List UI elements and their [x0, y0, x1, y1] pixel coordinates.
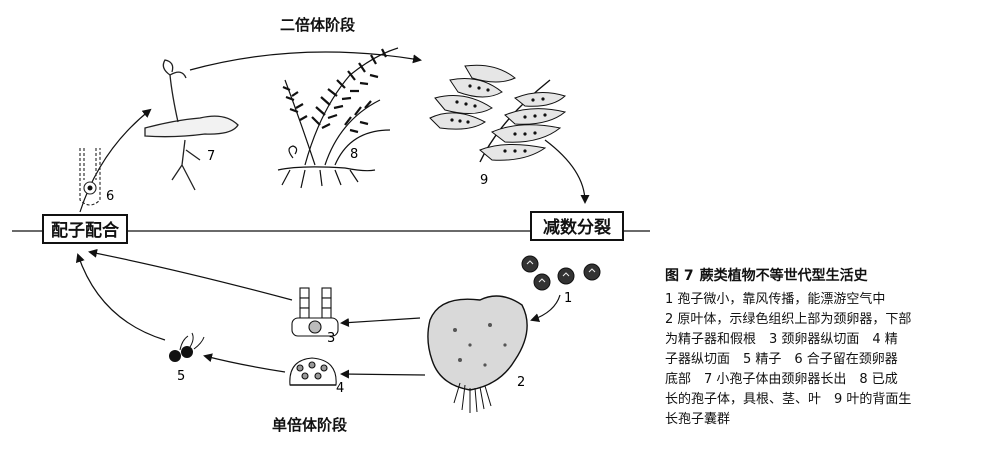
- diploid-phase-label: 二倍体阶段: [280, 16, 356, 34]
- stage-number-9: 9: [480, 173, 488, 188]
- stage-number-6: 6: [106, 189, 114, 204]
- zygote-dot: [87, 185, 93, 191]
- arrow-spores-to-2: [530, 294, 561, 322]
- fertilization-box: 配子配合: [42, 214, 128, 244]
- arrow-5-to-fertilization: [75, 253, 166, 341]
- meiosis-box: 减数分裂: [530, 211, 624, 241]
- arrow-4-to-5: [203, 353, 286, 373]
- haploid-phase-label: 单倍体阶段: [272, 416, 348, 434]
- caption-line-6: 长的孢子体，具根、茎、叶 9 叶的背面生: [665, 392, 912, 407]
- stage-number-5: 5: [177, 369, 185, 384]
- diagram-canvas: 1 2 3 4 5 6 7 8 9: [12, 47, 650, 413]
- stage-number-2: 2: [517, 375, 525, 390]
- caption-figure-number: 图 7: [665, 268, 694, 284]
- stage-number-4: 4: [336, 381, 344, 396]
- caption-line-1: 1 孢子微小，靠风传播，能漂游空气中: [665, 292, 886, 307]
- stage-number-8: 8: [350, 147, 358, 162]
- prothallus-illustration: [427, 295, 528, 413]
- caption-line-4: 子器纵切面 5 精子 6 合子留在颈卵器: [665, 352, 898, 367]
- caption-line-3: 为精子器和假根 3 颈卵器纵切面 4 精: [665, 332, 898, 347]
- caption-line-7: 长孢子囊群: [665, 412, 731, 427]
- arrow-9-to-meiosis: [544, 139, 590, 204]
- mature-sporophyte-illustration: [277, 47, 399, 189]
- frond-with-sori-illustration: [429, 64, 567, 163]
- stage-number-3: 3: [327, 331, 335, 346]
- arrow-2-to-4: [340, 369, 426, 379]
- caption-line-5: 底部 7 小孢子体由颈卵器长出 8 已成: [665, 372, 898, 387]
- antheridium-section-illustration: [289, 357, 337, 386]
- arrow-fertilization-to-7: [79, 108, 152, 213]
- stage-number-7: 7: [207, 149, 215, 164]
- caption-line-2: 2 原叶体，示绿色组织上部为颈卵器，下部: [665, 312, 912, 327]
- arrow-2-to-3: [340, 317, 421, 328]
- caption-title-text: 蕨类植物不等世代型生活史: [699, 268, 868, 284]
- young-sporophyte-illustration: [144, 59, 239, 191]
- arrow-3-to-fertilization: [88, 248, 293, 301]
- archegonium-section-illustration: [291, 287, 339, 337]
- caption-title: 图 7 蕨类植物不等世代型生活史: [665, 266, 995, 286]
- stage-number-1: 1: [564, 291, 572, 306]
- zygote-archegonium-illustration: [79, 148, 101, 206]
- arrow-top-arc: [189, 51, 422, 71]
- sperm-illustration: [169, 332, 205, 362]
- figure-caption: 图 7 蕨类植物不等世代型生活史 1 孢子微小，靠风传播，能漂游空气中 2 原叶体…: [665, 266, 995, 430]
- spores-illustration: [521, 255, 601, 291]
